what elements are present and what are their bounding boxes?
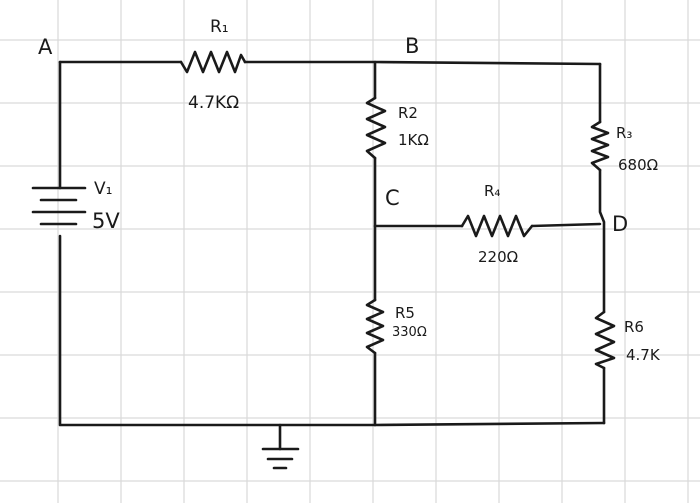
node-label-a: A: [38, 35, 53, 59]
resistor-r1-symbol: [179, 50, 247, 74]
resistor-r6-value: 4.7K: [626, 346, 661, 364]
node-label-b: B: [405, 34, 419, 58]
resistor-r4-name: R₄: [484, 182, 500, 200]
resistor-r2-value: 1KΩ: [398, 131, 429, 149]
resistor-r5-name: R5: [395, 304, 415, 322]
wire-c-d: [373, 222, 602, 228]
voltage-source-v1: [31, 186, 87, 226]
resistor-r5-symbol: [365, 298, 385, 355]
resistor-r6-symbol: [594, 310, 616, 370]
resistor-r2-symbol: [365, 96, 387, 160]
resistor-r4-symbol: [460, 214, 534, 238]
resistor-r5-value: 330Ω: [392, 325, 427, 340]
resistor-r3-name: R₃: [616, 124, 632, 142]
circuit-wires: [58, 60, 606, 451]
resistor-r1-value: 4.7KΩ: [188, 93, 239, 113]
wire-right: [598, 62, 606, 425]
node-label-d: D: [612, 212, 628, 236]
resistor-r3-value: 680Ω: [618, 156, 658, 174]
wire-left: [58, 60, 606, 427]
source-name: V₁: [94, 179, 112, 199]
ground-symbol: [261, 447, 300, 470]
resistor-r2-name: R2: [398, 104, 418, 122]
resistor-r4-value: 220Ω: [478, 248, 518, 266]
resistor-r1-name: R₁: [210, 17, 229, 37]
node-label-c: C: [385, 186, 400, 210]
resistor-r3-symbol: [590, 120, 610, 172]
wire-top: [58, 60, 602, 66]
source-value: 5V: [92, 209, 120, 233]
resistor-r6-name: R6: [624, 318, 644, 336]
